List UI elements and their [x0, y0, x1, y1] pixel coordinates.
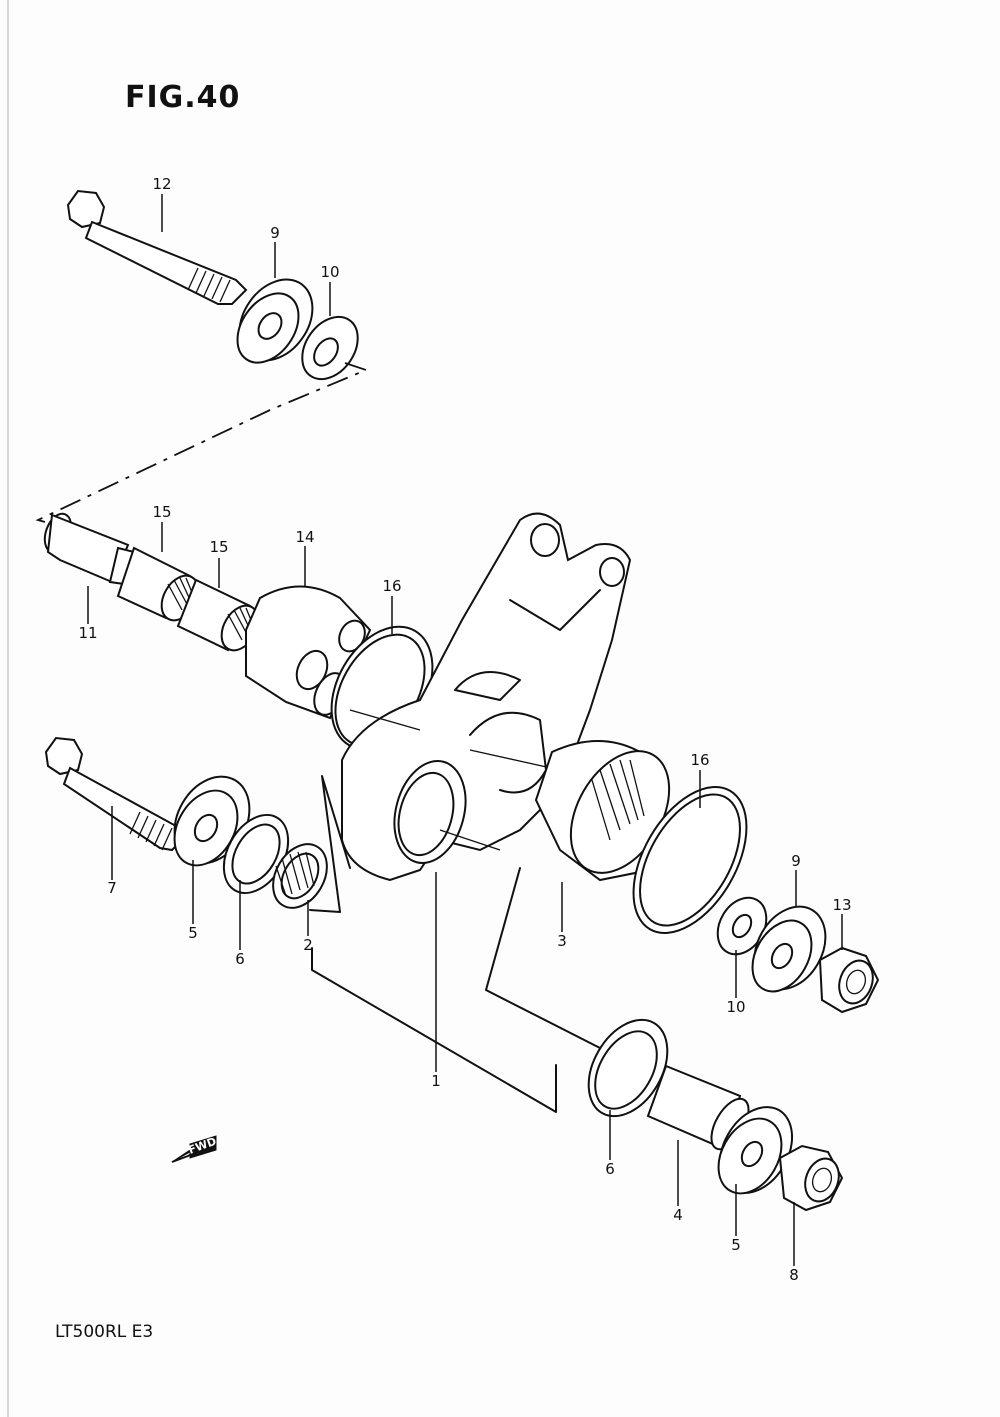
- callout-1: 1: [431, 1072, 441, 1090]
- model-code-label: LT500RL E3: [55, 1322, 154, 1342]
- seal-6-bottom-part: [587, 1018, 669, 1118]
- callout-14: 14: [295, 528, 314, 546]
- callout-9-top: 9: [270, 224, 280, 242]
- washer-10-right-part: [716, 896, 768, 956]
- washer-9-top-part: [236, 278, 314, 364]
- bolt-7-part: [44, 736, 188, 852]
- callout-16-right: 16: [690, 751, 709, 769]
- nut-8-part: [778, 1144, 844, 1212]
- callout-16-left: 16: [382, 577, 401, 595]
- callout-7: 7: [107, 879, 117, 897]
- callout-labels: 12 9 10 15 15 14 16 11 7 5 6 2 1 3 16 9 …: [78, 175, 851, 1284]
- callout-8: 8: [789, 1266, 799, 1284]
- fwd-arrow-icon: FWD: [171, 1135, 218, 1163]
- callout-5-left: 5: [188, 924, 198, 942]
- figure-title: FIG.40: [125, 80, 241, 115]
- seal-6-left-part: [222, 814, 290, 894]
- seal-ring-16-right-part: [632, 786, 748, 934]
- callout-6-left: 6: [235, 950, 245, 968]
- callout-9-right: 9: [791, 852, 801, 870]
- callout-12: 12: [152, 175, 171, 193]
- washer-9-right-part: [751, 905, 827, 993]
- callout-11: 11: [78, 624, 97, 642]
- callout-2: 2: [303, 936, 313, 954]
- bearing-2-part: [272, 843, 328, 909]
- washer-10-top-part: [301, 315, 359, 381]
- callout-15-b: 15: [209, 538, 228, 556]
- nut-13-part: [818, 946, 880, 1014]
- callout-4: 4: [673, 1206, 683, 1224]
- lower-assembly-bracket: [311, 867, 601, 1113]
- callout-13: 13: [832, 896, 851, 914]
- top-assembly-axis: [35, 362, 369, 523]
- callout-3: 3: [557, 932, 567, 950]
- callout-10-right: 10: [726, 998, 745, 1016]
- lever-axis-lines: [349, 709, 561, 851]
- sleeve-11-part: [43, 512, 136, 586]
- lever-bearing-guide: [309, 775, 351, 913]
- callout-15-a: 15: [152, 503, 171, 521]
- washer-5-bottom-part: [717, 1106, 794, 1195]
- needle-bearing-3-part: [534, 740, 671, 882]
- leader-lines: [87, 194, 843, 1266]
- bolt-12-part: [66, 189, 248, 305]
- callout-10-top: 10: [320, 263, 339, 281]
- callout-6-bottom: 6: [605, 1160, 615, 1178]
- callout-5-bottom: 5: [731, 1236, 741, 1254]
